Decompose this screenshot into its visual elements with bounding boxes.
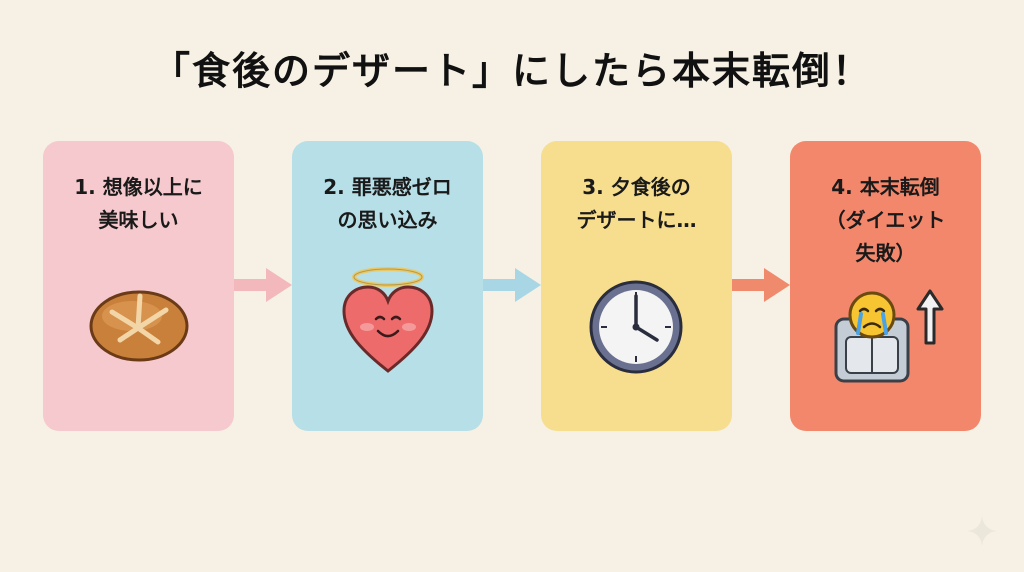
step-card-4: 4. 本末転倒 （ダイエット 失敗） — [790, 141, 981, 431]
arrow-1 — [234, 268, 292, 302]
arrow-2 — [483, 268, 541, 302]
step-label-4: 4. 本末転倒 （ダイエット 失敗） — [825, 175, 946, 265]
step-card-1: 1. 想像以上に 美味しい — [43, 141, 234, 431]
step-label-3: 3. 夕食後の デザートに… — [576, 175, 697, 232]
bread-roll-icon — [89, 290, 189, 362]
sparkle-icon — [967, 516, 997, 546]
crying-scale-icon — [834, 289, 944, 383]
step-label-1: 1. 想像以上に 美味しい — [74, 175, 203, 232]
diagram-title: 「食後のデザート」にしたら本末転倒！ — [151, 49, 872, 93]
step-card-3: 3. 夕食後の デザートに… — [541, 141, 732, 431]
angel-heart-icon — [342, 267, 434, 373]
step-label-2: 2. 罪悪感ゼロ の思い込み — [323, 175, 452, 232]
step-card-2: 2. 罪悪感ゼロ の思い込み — [292, 141, 483, 431]
arrow-3 — [732, 268, 790, 302]
clock-icon — [589, 280, 683, 374]
